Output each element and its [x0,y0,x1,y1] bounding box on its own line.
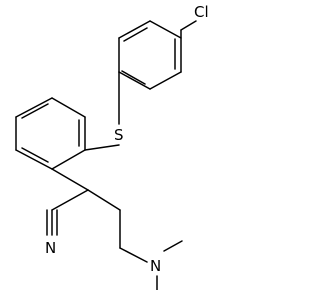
sulfur-label: S [114,126,124,144]
nitrogen-amine-label: N [150,257,161,275]
double-bond [21,103,49,119]
s-c-bond [84,144,120,151]
double-bond [123,27,148,42]
bond [15,149,53,170]
molecule-structure: Cl S N N [15,3,209,290]
bond [118,20,151,39]
bond [118,71,151,90]
c-cl-bond [180,20,197,31]
nitrogen-nitrile-label: N [45,239,56,257]
bond [149,20,182,39]
bond [15,97,53,118]
chain-bond [119,247,148,263]
bond [51,149,86,170]
c-cn-bond [51,189,89,211]
chlorine-label: Cl [194,3,209,21]
c-alpha-bond [51,168,89,191]
bond [149,71,182,90]
bond [51,97,86,118]
chlorophenyl-ring [118,20,182,90]
chain-bond [87,189,121,211]
double-bond [121,70,146,85]
double-bond [21,147,49,163]
n-methyl-bond [163,240,183,252]
phenyl-ring [15,97,86,170]
